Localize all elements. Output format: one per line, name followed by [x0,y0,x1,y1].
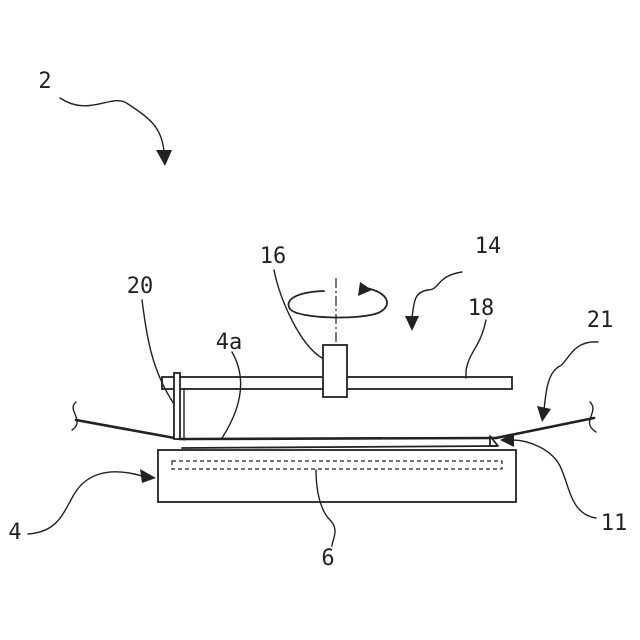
label-holding-surface: 4a [216,330,243,355]
leader-4a [222,352,241,438]
label-unit-14: 14 [475,234,502,259]
sheet-assembly [72,402,596,448]
processing-unit [162,278,512,440]
leader-18 [466,320,486,378]
label-arm: 18 [468,296,495,321]
label-spindle: 16 [260,244,287,269]
wafer [180,438,496,439]
break-mark-left [72,402,77,430]
rotation-arrowhead [358,282,372,296]
member-20 [174,373,180,439]
leader-4 [28,469,156,534]
label-sheet: 21 [587,308,614,333]
spindle-body [323,345,347,397]
leader-21 [537,342,598,422]
arrowhead-2 [156,150,172,166]
label-holding-unit: 4 [8,520,21,545]
label-porous-member: 6 [321,546,334,571]
leader-14 [405,272,462,331]
sheet-left [76,420,180,439]
leader-2 [60,98,172,166]
label-apparatus: 2 [38,69,51,94]
label-wafer: 11 [601,511,628,536]
label-member-20: 20 [127,274,154,299]
holding-unit [158,450,516,502]
rotation-arrow [288,288,387,318]
